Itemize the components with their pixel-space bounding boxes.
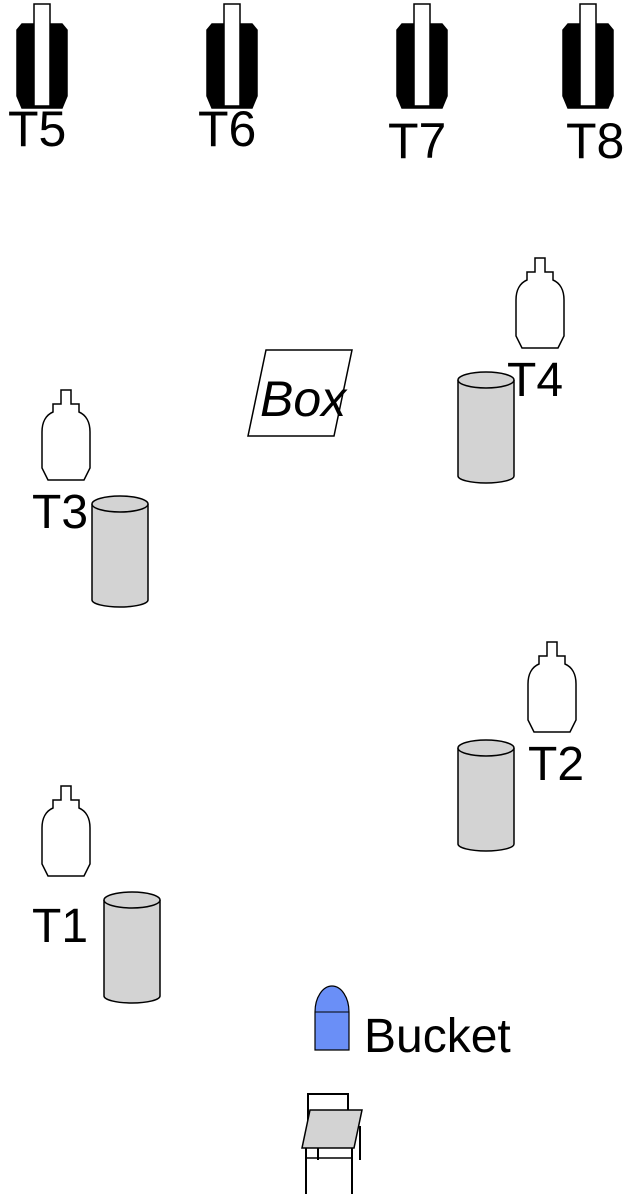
barrel-icon (103, 891, 161, 1004)
silhouette-target-icon (527, 641, 577, 733)
box-label: Box (260, 371, 348, 427)
target-label: T3 (32, 486, 88, 539)
near-target-t3: T3 (32, 389, 91, 539)
silhouette-target-icon (41, 785, 91, 877)
black-silhouette-target-icon (562, 3, 614, 109)
target-label: T6 (198, 101, 256, 157)
bucket-label: Bucket (364, 1010, 511, 1063)
silhouette-target-icon (41, 389, 91, 481)
barrel-icon (457, 371, 515, 484)
table-chair-icon (301, 1093, 363, 1194)
black-silhouette-target-icon (396, 3, 448, 109)
bucket: Bucket (314, 985, 511, 1063)
bucket-icon (314, 985, 350, 1051)
barrel-icon (457, 739, 515, 852)
target-label: T7 (388, 113, 446, 169)
far-target-t8: T8 (562, 3, 624, 169)
far-target-t5: T5 (8, 3, 68, 157)
near-target-t4: T4 (507, 257, 565, 407)
target-label: T4 (507, 354, 563, 407)
start-box: Box (247, 349, 353, 437)
target-label: T8 (566, 113, 624, 169)
black-silhouette-target-icon (16, 3, 68, 109)
near-target-t1: T1 (32, 785, 91, 953)
near-target-t2: T2 (527, 641, 584, 791)
black-silhouette-target-icon (206, 3, 258, 109)
silhouette-target-icon (515, 257, 565, 349)
far-target-t7: T7 (388, 3, 448, 169)
far-target-t6: T6 (198, 3, 258, 157)
barrel-icon (91, 495, 149, 608)
box-outline (247, 349, 353, 437)
target-label: T5 (8, 101, 66, 157)
target-label: T1 (32, 900, 88, 953)
target-label: T2 (528, 738, 584, 791)
